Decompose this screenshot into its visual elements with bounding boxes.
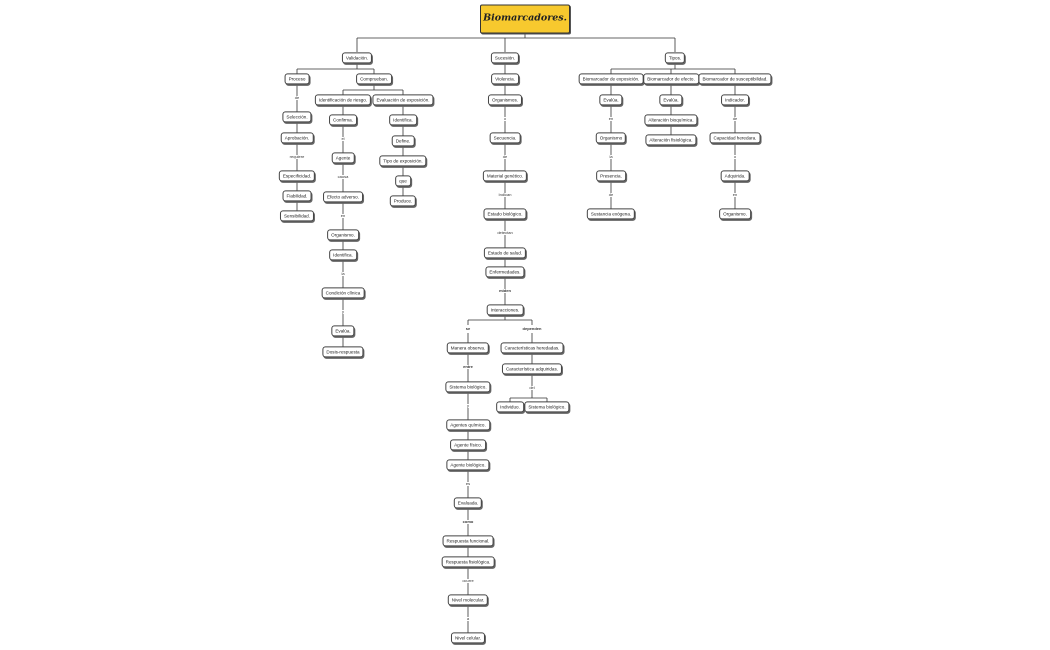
efecto-adverso-node[interactable]: Efecto adverso. (323, 191, 363, 203)
link-dependen: dependen (521, 326, 543, 331)
identifica-2-node[interactable]: Identifica. (389, 114, 417, 126)
link-y: y (341, 309, 345, 314)
link-la: la (340, 271, 346, 276)
aprobacion-node[interactable]: Aprobación. (280, 132, 314, 144)
nivel-molecular-node[interactable]: Nivel molecular. (447, 594, 489, 606)
alteracion-bioquimica-node[interactable]: Alteración bioquímica. (644, 114, 698, 126)
agente-fisico-node[interactable]: Agente físico. (450, 439, 486, 451)
organismo-2-node[interactable]: Organismo. (719, 208, 751, 220)
especificidad-node[interactable]: Especificidad. (278, 170, 316, 182)
respuesta-funcional-node[interactable]: Respuesta funcional. (442, 535, 494, 547)
enfermedades-node[interactable]: Enfermedades. (485, 266, 525, 278)
sensibilidad-node[interactable]: Sensibilidad. (279, 210, 315, 222)
validacion-node[interactable]: Validación. (341, 52, 373, 64)
sistema-biologico-2-node[interactable]: Sistema biológico. (524, 401, 570, 413)
organismos-node[interactable]: Organismos. (487, 94, 523, 106)
link-el: el (340, 136, 346, 141)
respuesta-fisiologica-node[interactable]: Respuesta fisiológica. (441, 556, 495, 568)
link-en: en (339, 213, 347, 218)
link-indican: Indican (497, 192, 513, 197)
presencia-node[interactable]: Presencia. (596, 170, 626, 182)
individuo-node[interactable]: Individuo. (496, 401, 524, 413)
agentes-quimicos-node[interactable]: Agentes químico. (446, 419, 490, 431)
interacciones-node[interactable]: Interacciones. (486, 304, 524, 316)
estado-salud-node[interactable]: Estado de salud. (483, 247, 527, 259)
tipos-node[interactable]: Tipos. (664, 52, 686, 64)
evaluacion-exposicion-node[interactable]: Evaluación de exposición. (372, 94, 434, 106)
caracteristica-adquiridas-node[interactable]: Característica adquiridas. (501, 363, 563, 375)
indicador-node[interactable]: Indicador. (721, 94, 749, 106)
condicion-clinica-node[interactable]: Condición clínica (321, 287, 365, 299)
organismo-tipos-node[interactable]: Organismo (595, 132, 627, 144)
agente-biologico-node[interactable]: Agente biológico. (446, 459, 490, 471)
link-requiere: requiere (288, 154, 306, 159)
que-node[interactable]: que (395, 175, 411, 187)
sustancia-exogena-node[interactable]: Sustancia exógena. (586, 208, 636, 220)
identificacion-riesgo-node[interactable]: Identificación de riesgo. (314, 94, 372, 106)
biomarcador-exposicion-node[interactable]: Biomarcador de exposición. (578, 73, 644, 85)
link-o: o (502, 116, 508, 121)
link-de-tipos: de (607, 192, 615, 197)
caracteristicas-heredadas-node[interactable]: Características heredadas. (500, 342, 564, 354)
identifica-node[interactable]: Identifica. (329, 249, 357, 261)
organismo-node[interactable]: Organismo. (327, 229, 359, 241)
link-es: es (464, 481, 472, 486)
title-node[interactable]: Biomarcadores. (480, 4, 570, 34)
capacidad-heredada-node[interactable]: Capacidad heredara. (709, 132, 761, 144)
link-y-2: y (466, 403, 470, 408)
link-o-tipos: o (732, 154, 738, 159)
evalua-2-node[interactable]: Evalúa. (659, 94, 683, 106)
link-como: como (461, 519, 475, 524)
link-miden: miden (498, 288, 512, 293)
link-en-2: en (731, 192, 739, 197)
comprueban-node[interactable]: Comprueban. (356, 73, 392, 85)
manera-observa-node[interactable]: Manera observa. (446, 342, 490, 354)
material-genetico-node[interactable]: Material genético. (482, 170, 528, 182)
adquirida-node[interactable]: Adquirida. (720, 170, 750, 182)
produce-node[interactable]: Produce. (389, 195, 417, 207)
link-la-tipos: la (608, 154, 614, 159)
link-a: a (465, 616, 471, 621)
agente-node[interactable]: Agente (331, 152, 355, 164)
dosis-respuesta-node[interactable]: Dosis-respuesta (322, 346, 364, 358)
sistema-biologico-node[interactable]: Sistema biológico. (445, 381, 491, 393)
link-de-2: de (501, 154, 509, 159)
proceso-node[interactable]: Proceso (284, 73, 310, 85)
link-de-2-tipos: de (731, 116, 739, 121)
violencia-node[interactable]: Violencia. (491, 73, 519, 85)
biomarcador-susceptibilidad-node[interactable]: Biomarcador de susceptibilidad. (698, 73, 772, 85)
link-ocurre: ocurre (461, 578, 475, 583)
link-se: se (464, 326, 472, 331)
define-node[interactable]: Define. (391, 135, 415, 147)
nivel-celular-node[interactable]: Nivel celular. (450, 632, 486, 644)
link-de: de (293, 95, 301, 100)
link-causa: causa (336, 174, 350, 179)
link-detectan: detectan (496, 230, 514, 235)
confirma-node[interactable]: Confirma. (329, 114, 357, 126)
alteracion-fisiologica-node[interactable]: Alteración fisiológica. (645, 134, 697, 146)
sucesion-node[interactable]: Sucesión. (490, 52, 520, 64)
evaluada-node[interactable]: Evaluada. (453, 497, 483, 509)
link-en-1: en (607, 116, 615, 121)
fiabilidad-node[interactable]: Fiabilidad. (282, 190, 312, 202)
evalua-1-node[interactable]: Evalúa. (599, 94, 623, 106)
tipo-exposicion-node[interactable]: Tipo de exposición. (379, 155, 427, 167)
estado-biologico-node[interactable]: Estado biológico. (483, 208, 527, 220)
link-del: del (528, 385, 536, 390)
evalua-node[interactable]: Evalúa. (331, 325, 355, 337)
link-entre: entre (462, 364, 474, 369)
seleccion-node[interactable]: Selección. (282, 111, 312, 123)
biomarcador-efecto-node[interactable]: Biomarcador de efecto. (643, 73, 699, 85)
secuencia-node[interactable]: Secuencia. (489, 132, 521, 144)
